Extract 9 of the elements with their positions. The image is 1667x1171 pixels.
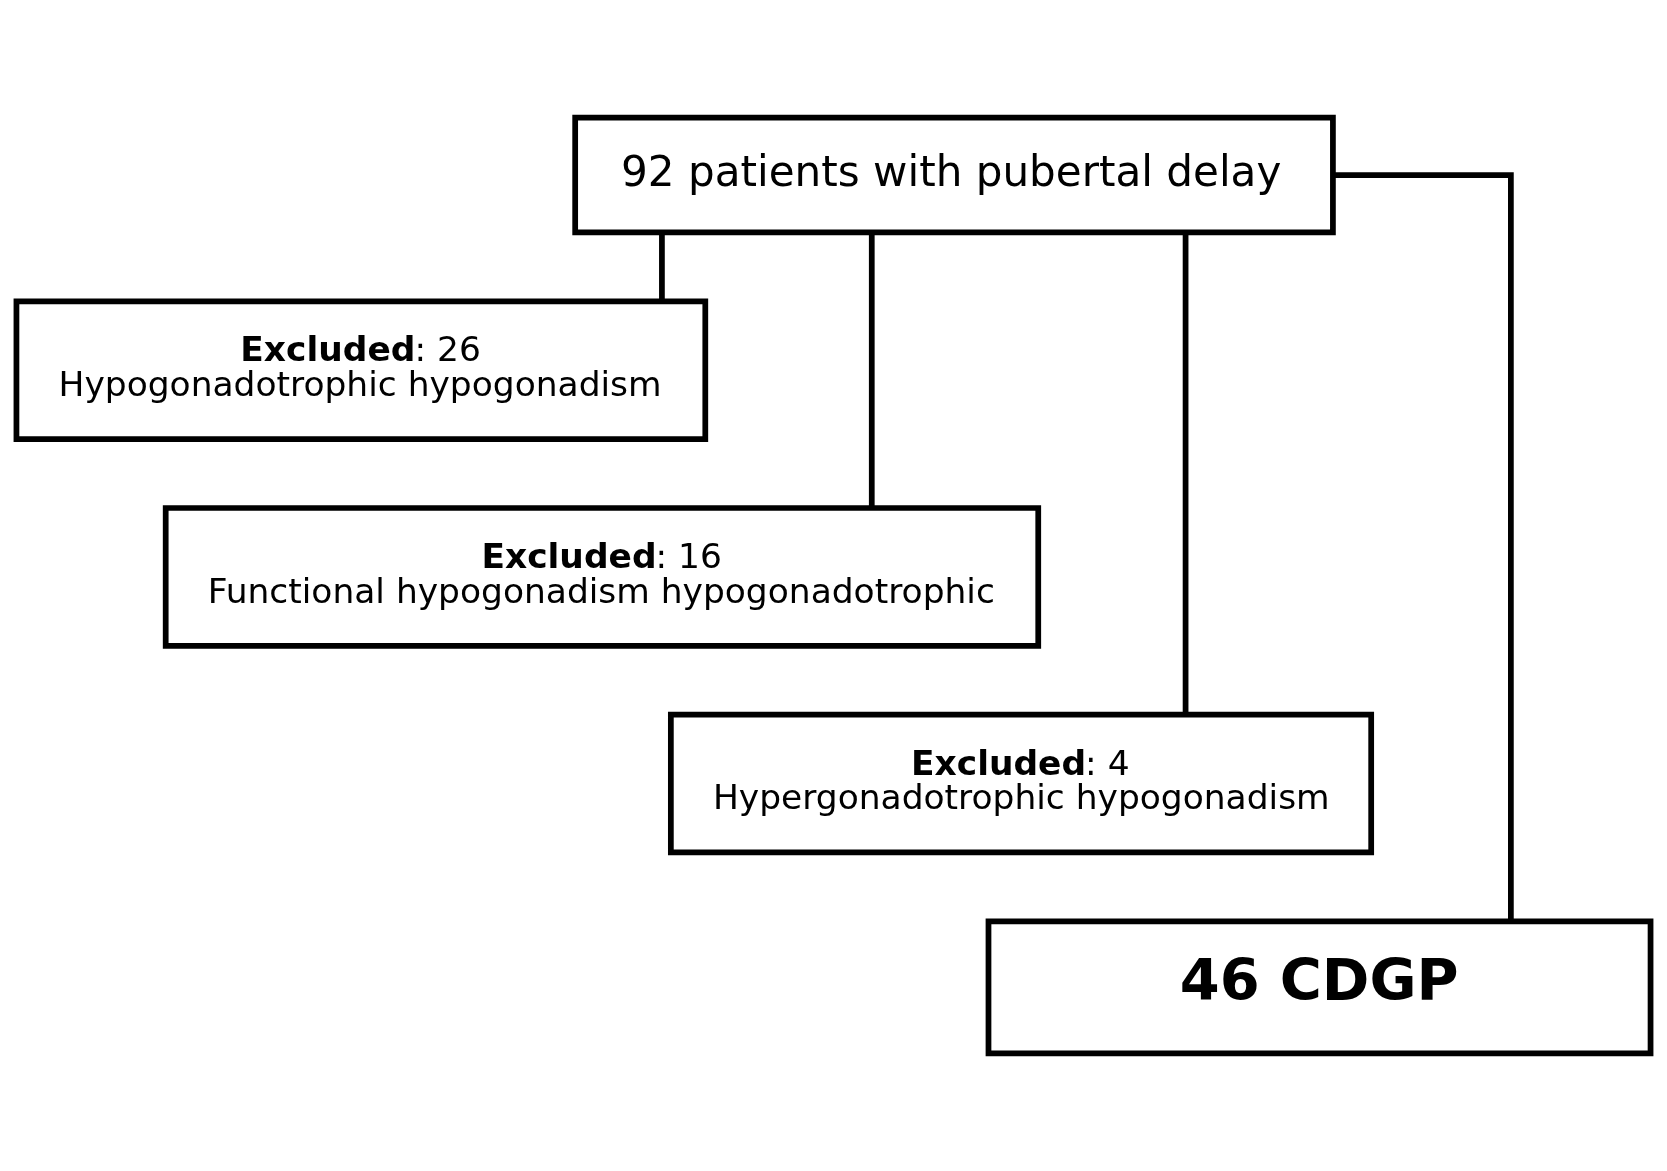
node-box: Excluded: 26 Hypogonadotrophic hypogonadism [13, 298, 709, 442]
connector [1182, 232, 1189, 715]
connector [1333, 172, 1514, 921]
connector [868, 232, 875, 508]
node-box: Excluded: 16 Functional hypogonadism hypogonadotrophic [162, 505, 1042, 649]
connector [659, 232, 665, 301]
node-box: 92 patients with pubertal delay [572, 114, 1336, 236]
node-box: 46 CDGP [985, 918, 1654, 1057]
node-box: Excluded: 4 Hypergonadotrophic hypogonadism [668, 711, 1375, 856]
